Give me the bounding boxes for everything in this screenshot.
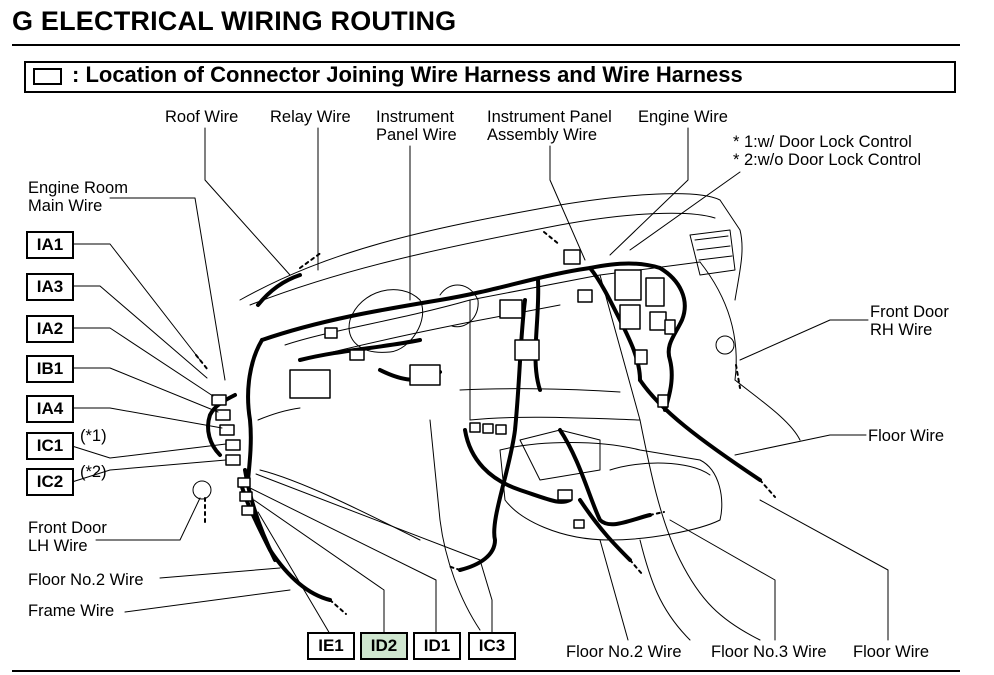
leader-lines bbox=[71, 127, 889, 641]
ic1-footnote-marker: (*1) bbox=[80, 427, 107, 445]
relay-wire-label: Relay Wire bbox=[270, 108, 351, 126]
connector-ie1: IE1 bbox=[307, 632, 355, 660]
front-door-lh-wire-label-line2: LH Wire bbox=[28, 537, 88, 555]
frame-wire-label: Frame Wire bbox=[28, 602, 115, 620]
connector-ic2: IC2 bbox=[26, 468, 74, 496]
subtitle-frame bbox=[24, 61, 956, 93]
connector-ic3: IC3 bbox=[468, 632, 516, 660]
bottom-divider bbox=[12, 670, 960, 672]
engine-wire-label: Engine Wire bbox=[638, 108, 728, 126]
engine-room-main-wire-label-line2: Main Wire bbox=[28, 197, 103, 215]
connector-box-legend-icon bbox=[33, 68, 62, 85]
roof-wire-label: Roof Wire bbox=[165, 108, 239, 126]
instrument-panel-wire-label-line1: Instrument bbox=[376, 108, 454, 126]
front-door-rh-wire-label-line2: RH Wire bbox=[870, 321, 933, 339]
footnote-2: * 2:w/o Door Lock Control bbox=[733, 151, 922, 169]
instrument-panel-assembly-wire-label-line2: Assembly Wire bbox=[487, 126, 598, 144]
connector-ic1: IC1 bbox=[26, 432, 74, 460]
floor-no2-wire-label-left: Floor No.2 Wire bbox=[28, 571, 144, 589]
floor-no2-wire-label-bottom: Floor No.2 Wire bbox=[566, 643, 682, 661]
connector-blocks bbox=[211, 249, 676, 529]
subtitle: : Location of Connector Joining Wire Har… bbox=[72, 62, 743, 87]
wire-end-dashes bbox=[195, 231, 776, 615]
floor-wire-label-bottom: Floor Wire bbox=[853, 643, 930, 661]
front-door-rh-wire-label-line1: Front Door bbox=[870, 303, 949, 321]
connector-ia2: IA2 bbox=[26, 315, 74, 343]
ic2-footnote-marker: (*2) bbox=[80, 463, 107, 481]
floor-no3-wire-label-bottom: Floor No.3 Wire bbox=[711, 643, 827, 661]
dashboard-outline bbox=[192, 193, 801, 641]
page-title: G ELECTRICAL WIRING ROUTING bbox=[12, 6, 457, 36]
engine-room-main-wire-label-line1: Engine Room bbox=[28, 179, 128, 197]
front-door-lh-wire-label-line1: Front Door bbox=[28, 519, 107, 537]
connector-id1: ID1 bbox=[413, 632, 461, 660]
connector-ia1: IA1 bbox=[26, 231, 74, 259]
instrument-panel-assembly-wire-label-line1: Instrument Panel bbox=[487, 108, 612, 126]
connector-ia4: IA4 bbox=[26, 395, 74, 423]
connector-ib1: IB1 bbox=[26, 355, 74, 383]
footnote-1: * 1:w/ Door Lock Control bbox=[733, 133, 912, 151]
instrument-panel-wire-label-line2: Panel Wire bbox=[376, 126, 457, 144]
connector-ia3: IA3 bbox=[26, 273, 74, 301]
title-divider bbox=[12, 44, 960, 46]
connector-id2: ID2 bbox=[360, 632, 408, 660]
floor-wire-label-right: Floor Wire bbox=[868, 427, 945, 445]
